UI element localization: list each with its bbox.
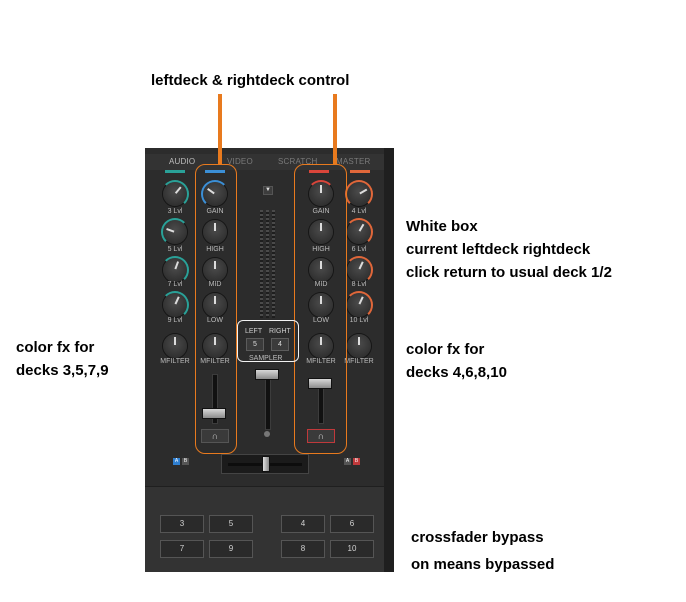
right-deck-highlight-box — [294, 164, 347, 454]
crossfader-handle[interactable] — [262, 456, 270, 472]
left-knob-label: GAIN — [206, 208, 224, 215]
left-gain-knob[interactable] — [201, 180, 229, 208]
fx-level-knob-6[interactable] — [345, 218, 373, 246]
tab-master[interactable]: MASTER — [336, 157, 371, 166]
headphone-icon[interactable]: ∩ — [201, 429, 229, 443]
left-knob-label: LOW — [207, 317, 223, 324]
right-knob-label: MFILTER — [306, 358, 336, 365]
fx-level-knob-9[interactable] — [161, 291, 189, 319]
fx-knob-label: MFILTER — [160, 358, 190, 365]
left-deck-color-bar — [205, 170, 225, 173]
left-high-knob[interactable] — [203, 220, 227, 244]
fx-knob-label: 7 Lvl — [167, 281, 183, 288]
deck-selector-highlight-box — [237, 320, 299, 362]
left-fx-color-bar — [165, 170, 185, 173]
right-knob-label: LOW — [313, 317, 329, 324]
tab-audio[interactable]: AUDIO — [169, 157, 196, 166]
left-deck-highlight-box — [195, 164, 237, 454]
right-a-button[interactable]: A — [344, 458, 351, 465]
right-knob-label: GAIN — [312, 208, 330, 215]
fx-knob-label: 10 Lvl — [349, 317, 369, 324]
left-low-knob[interactable] — [203, 293, 227, 317]
annotation-left-fx-line1: color fx for — [16, 339, 95, 356]
right-knob-label: MID — [314, 281, 328, 288]
fx-knob-label: 6 Lvl — [351, 246, 367, 253]
bypass-pad-10[interactable]: 10 — [330, 540, 374, 558]
headphone-icon[interactable]: ∩ — [307, 429, 335, 443]
fx-knob-label: 8 Lvl — [351, 281, 367, 288]
right-deck-color-bar — [309, 170, 329, 173]
annotation-crossfader-line2: on means bypassed — [411, 556, 555, 573]
annotation-right-fx-line1: color fx for — [406, 341, 485, 358]
crossfader-bypass-pads: 3 5 7 9 4 6 8 10 — [145, 486, 393, 572]
left-fader-track — [212, 374, 218, 424]
bypass-pad-7[interactable]: 7 — [160, 540, 204, 558]
fx-level-knob-10[interactable] — [345, 291, 373, 319]
right-gain-knob[interactable] — [307, 180, 335, 206]
fx-level-knob-7[interactable] — [161, 256, 189, 284]
fx-knob-label: 9 Lvl — [167, 317, 183, 324]
bypass-pad-3[interactable]: 3 — [160, 515, 204, 533]
annotation-right-fx-line2: decks 4,6,8,10 — [406, 364, 507, 381]
tab-bar: AUDIO VIDEO SCRATCH MASTER — [145, 154, 393, 170]
fx-knob-label: 4 Lvl — [351, 208, 367, 215]
right-high-knob[interactable] — [309, 220, 333, 244]
left-deck-selector[interactable]: 5 — [246, 338, 264, 351]
left-deck-label: LEFT — [245, 328, 263, 335]
annotation-left-fx-line2: decks 3,5,7,9 — [16, 362, 109, 379]
annotation-white-box-line2: current leftdeck rightdeck — [406, 241, 591, 258]
right-mid-knob[interactable] — [309, 258, 333, 282]
sampler-label: SAMPLER — [249, 355, 283, 362]
fx-level-knob-8[interactable] — [345, 256, 373, 284]
right-knob-label: HIGH — [312, 246, 330, 253]
vu-meter-left — [260, 210, 263, 318]
right-low-knob[interactable] — [309, 293, 333, 317]
annotation-arrow-right — [333, 94, 337, 165]
left-mfilter-knob[interactable] — [203, 334, 227, 358]
bypass-pad-6[interactable]: 6 — [330, 515, 374, 533]
vu-meter-center — [266, 210, 269, 318]
left-knob-label: MID — [208, 281, 222, 288]
annotation-white-box-line3: click return to usual deck 1/2 — [406, 264, 612, 281]
left-knob-label: HIGH — [206, 246, 224, 253]
adjacent-panel-edge — [384, 148, 394, 572]
tab-scratch[interactable]: SCRATCH — [278, 157, 318, 166]
fx-knob-label: 3 Lvl — [167, 208, 183, 215]
annotation-arrow-left — [218, 94, 222, 165]
fx-mfilter-knob-left[interactable] — [163, 334, 187, 358]
vu-meter-right — [272, 210, 275, 318]
left-a-button[interactable]: A — [173, 458, 180, 465]
annotation-deck-control: leftdeck & rightdeck control — [151, 72, 350, 89]
fx-level-knob-3[interactable] — [161, 180, 189, 208]
left-b-button[interactable]: B — [182, 458, 189, 465]
right-mfilter-knob[interactable] — [309, 334, 333, 358]
bypass-pad-4[interactable]: 4 — [281, 515, 325, 533]
sampler-indicator — [264, 431, 270, 437]
left-knob-label: MFILTER — [200, 358, 230, 365]
fx-level-knob-5[interactable] — [161, 218, 189, 246]
sampler-fader[interactable] — [255, 369, 279, 380]
right-deck-selector[interactable]: 4 — [271, 338, 289, 351]
fx-knob-label: 5 Lvl — [167, 246, 183, 253]
bypass-pad-8[interactable]: 8 — [281, 540, 325, 558]
right-deck-label: RIGHT — [269, 328, 291, 335]
left-mid-knob[interactable] — [203, 258, 227, 282]
right-b-button[interactable]: B — [353, 458, 360, 465]
mixer-panel: AUDIO VIDEO SCRATCH MASTER 3 Lvl 5 Lvl 7… — [145, 148, 393, 572]
annotation-white-box-title: White box — [406, 218, 478, 235]
right-fx-color-bar — [350, 170, 370, 173]
fx-knob-label: MFILTER — [344, 358, 374, 365]
fx-mfilter-knob-right[interactable] — [347, 334, 371, 358]
left-channel-fader[interactable] — [202, 408, 226, 419]
annotation-crossfader-line1: crossfader bypass — [411, 529, 544, 546]
tab-video[interactable]: VIDEO — [227, 157, 253, 166]
arrow-down-icon[interactable]: ▼ — [263, 186, 273, 195]
bypass-pad-9[interactable]: 9 — [209, 540, 253, 558]
fx-level-knob-4[interactable] — [345, 180, 373, 208]
bypass-pad-5[interactable]: 5 — [209, 515, 253, 533]
crossfader[interactable] — [221, 454, 309, 474]
right-channel-fader[interactable] — [308, 378, 332, 389]
